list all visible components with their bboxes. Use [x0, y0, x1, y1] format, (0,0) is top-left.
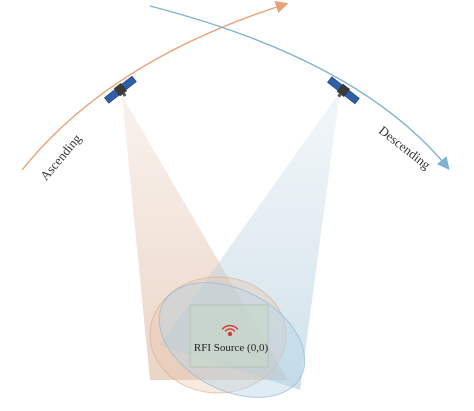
descending-orbit: [149, 5, 450, 170]
descending-label: Descending: [376, 123, 434, 173]
rfi-source-box: [189, 304, 269, 368]
rfi-broadcast-icon: [221, 324, 239, 337]
ascending-satellite-icon: [104, 75, 137, 104]
descending-satellite-icon: [327, 76, 360, 105]
ascending-orbit: [21, 1, 289, 171]
rfi-source-label: RFI Source (0,0): [194, 342, 269, 354]
ascending-label: Ascending: [37, 131, 85, 184]
